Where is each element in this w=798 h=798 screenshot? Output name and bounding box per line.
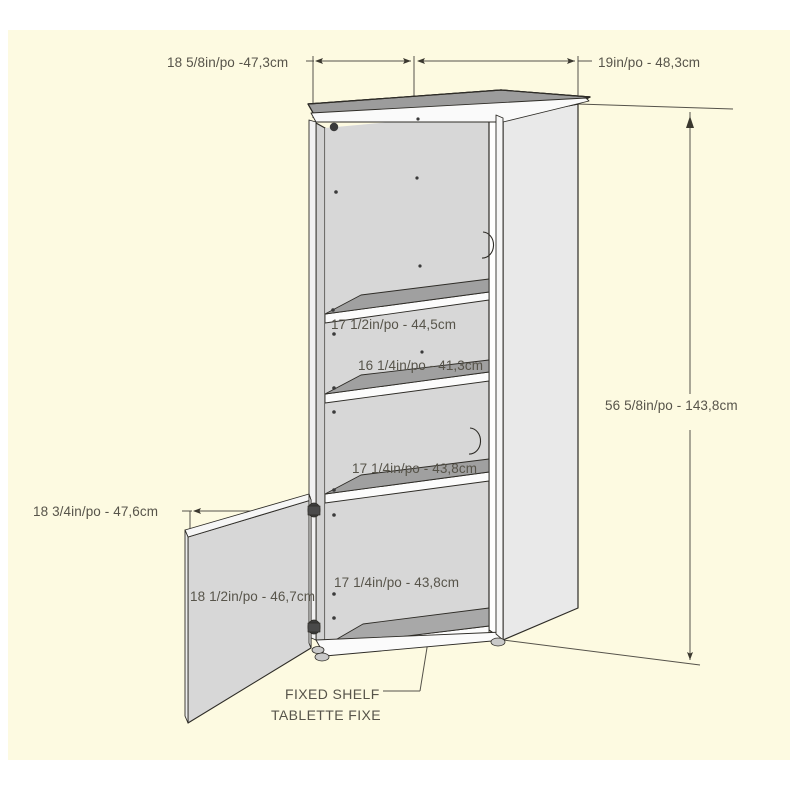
- door-hinges: [307, 502, 321, 635]
- dimension-label-door-height: 18 1/2in/po - 46,7cm: [190, 589, 316, 604]
- dimension-label-door-width: 18 3/4in/po - 47,6cm: [33, 504, 159, 519]
- cable-cutouts: [468, 231, 495, 455]
- cabinet-3d-body: [307, 89, 591, 662]
- dimension-label-opening-3: 17 1/4in/po - 43,8cm: [352, 461, 478, 476]
- dimension-label-opening-1: 17 1/2in/po - 44,5cm: [331, 317, 457, 332]
- shelf-pin-holes: [329, 117, 424, 620]
- dimension-label-opening-2: 16 1/4in/po - 41,3cm: [358, 358, 484, 373]
- dimension-label-depth: 19in/po - 48,3cm: [598, 55, 701, 70]
- callout-fixed-shelf-en: FIXED SHELF: [285, 686, 380, 702]
- callout-fixed-shelf-fr: TABLETTE FIXE: [271, 707, 381, 723]
- dimension-label-opening-4: 17 1/4in/po - 43,8cm: [334, 575, 460, 590]
- dimension-lines: [306, 56, 734, 666]
- dimension-label-width-inner: 18 5/8in/po -47,3cm: [167, 55, 289, 70]
- dimension-label-total-height: 56 5/8in/po - 143,8cm: [605, 398, 738, 413]
- cabinet-door-open: [184, 493, 325, 724]
